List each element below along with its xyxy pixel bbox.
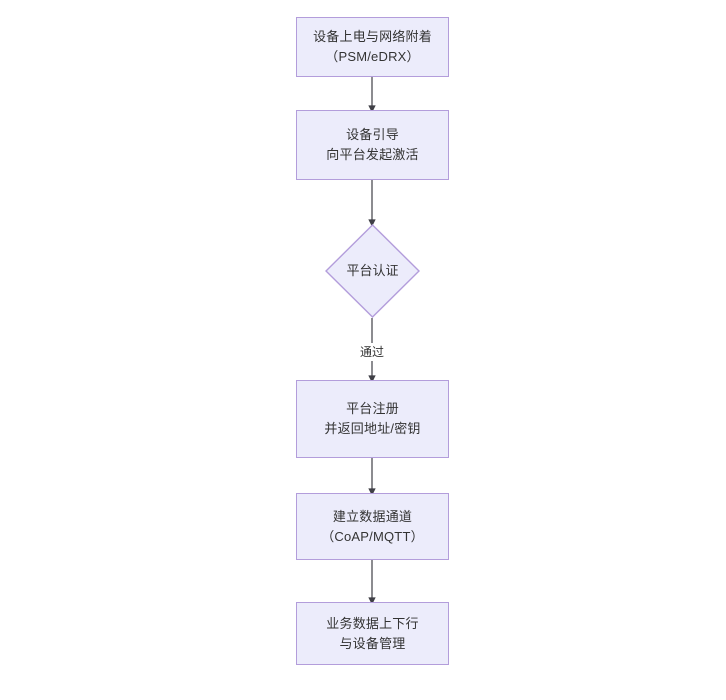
node-text-line: （PSM/eDRX） [325,49,420,64]
node-text-line: 平台认证 [346,263,399,278]
node-text-line: 建立数据通道 [332,508,413,524]
node-text-line: 业务数据上下行 [326,615,419,631]
node-text-line: 平台注册 [346,401,399,416]
process-node-bootstrap[interactable]: 设备引导向平台发起激活 [296,110,449,180]
process-node-platform-register[interactable]: 平台注册并返回地址/密钥 [296,380,449,458]
decision-node-platform-auth[interactable]: 平台认证 [325,224,420,318]
edge-label-e3: 通过 [356,343,388,361]
process-node-business-data[interactable]: 业务数据上下行与设备管理 [296,602,449,665]
node-text-line: 与设备管理 [339,635,406,651]
process-node-power-on[interactable]: 设备上电与网络附着 （PSM/eDRX） [296,17,449,77]
node-text-line: 向平台发起激活 [326,147,419,162]
node-text-line: （CoAP/MQTT） [321,528,424,544]
process-node-data-channel[interactable]: 建立数据通道 （CoAP/MQTT） [296,493,449,560]
node-text-line: 并返回地址/密钥 [324,421,421,436]
node-text-line: 设备引导 [346,127,399,142]
diamond-shape [325,224,420,318]
decision-node-label: 平台认证 [346,261,398,281]
node-text-line: 设备上电与网络附着 [313,29,432,44]
